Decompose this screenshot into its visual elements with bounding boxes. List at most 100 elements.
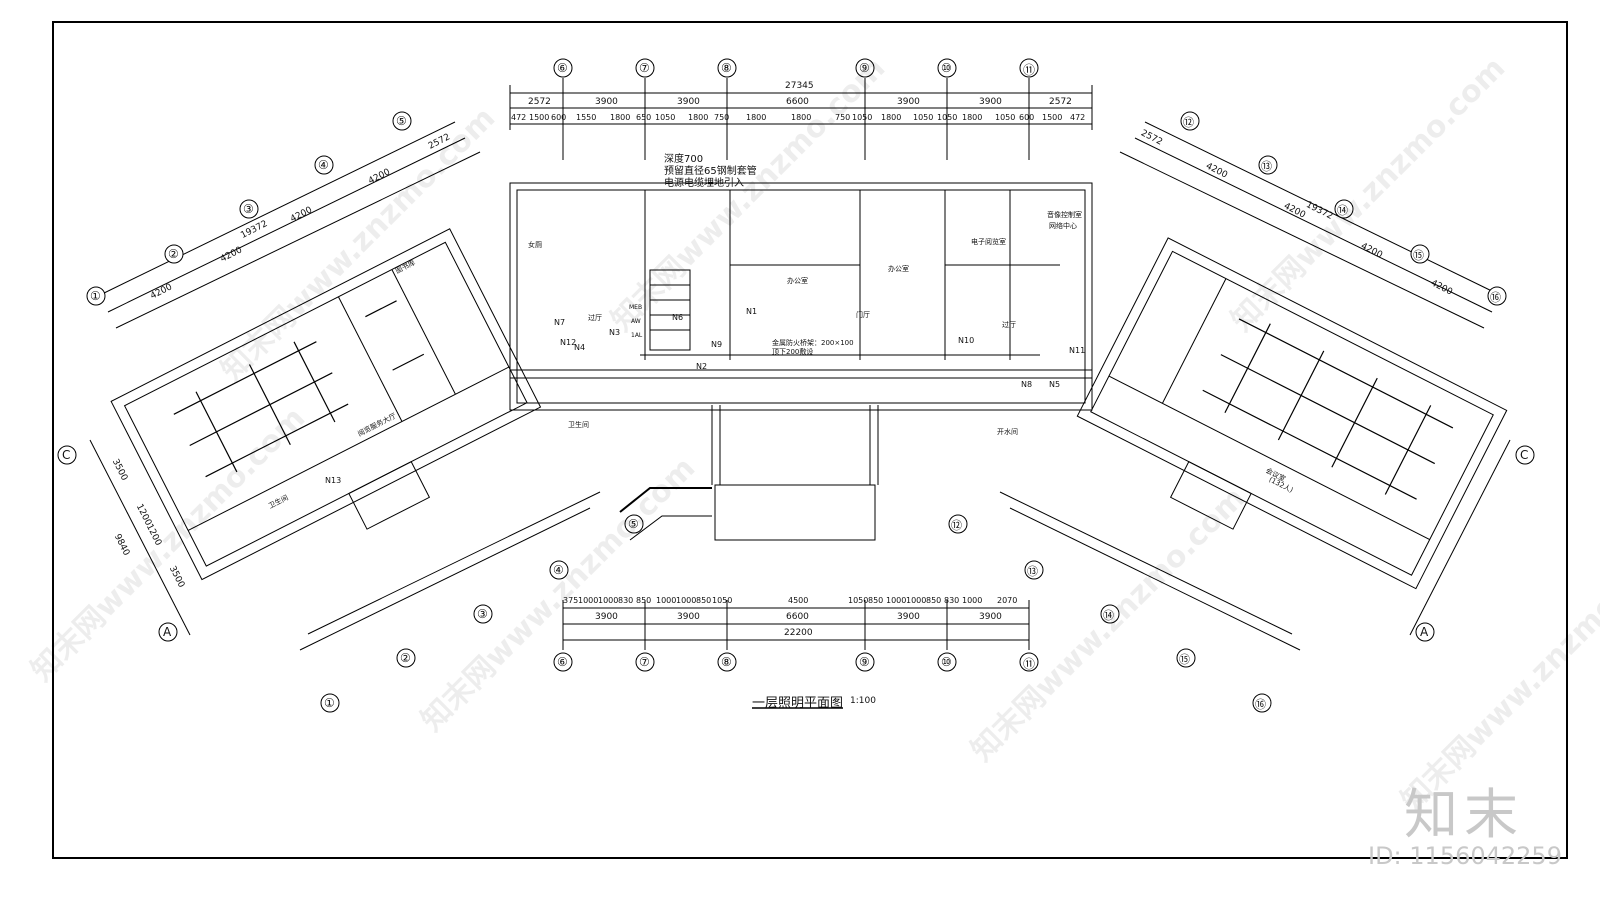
circuit-label: N7 [554,318,566,327]
axis-label: ⑤ [628,517,639,531]
dimension-text: 1550 [576,113,597,122]
dimension-text: 1050 [852,113,873,122]
axis-label: ⑨ [859,61,870,75]
circuit-label: N12 [560,338,577,347]
room-label: 女厕 [528,241,542,249]
dimension-text: 1000 [886,596,907,605]
dimension-text: 1050 [712,596,733,605]
room-label: 门厅 [856,311,870,319]
axis-label: ⑧ [721,61,732,75]
axis-label: ⑫ [1183,116,1194,129]
dimension-text: 2572 [1049,97,1072,107]
axis-label: A [163,625,172,639]
circuit-label: N4 [574,343,586,352]
dimension-text: 6600 [786,97,809,107]
dimension-text: 750 [835,113,851,122]
dimension-text: 1050 [913,113,934,122]
dimension-text: 6600 [786,612,809,622]
axis-label: ⑫ [951,519,962,532]
room-label: 电子阅览室 [971,238,1006,246]
dimension-text: 830 [618,596,634,605]
cable-note-line: 电源电缆埋地引入 [664,178,744,189]
axis-label: ⑩ [941,61,952,75]
dimension-text: 1050 [655,113,676,122]
axis-label: ② [400,651,411,665]
dimension-text: 600 [551,113,567,122]
circuit-label: N13 [325,476,342,485]
axis-label: ⑯ [1490,291,1501,304]
dimension-total: 22200 [784,628,813,638]
axis-label: ③ [477,607,488,621]
dimension-text: 1050 [995,113,1016,122]
dimension-text: 1800 [881,113,902,122]
room-label: 卫生间 [568,421,589,429]
axis-label: ⑪ [1023,63,1036,77]
room-label: 办公室 [787,277,808,285]
axis-label: ⑮ [1413,249,1424,262]
dimension-text: 1000 [962,596,983,605]
panel-label: MEB [629,304,643,311]
central-block-inner [516,189,1086,404]
room-label: 过厅 [588,314,602,322]
dimension-text: 3900 [595,97,618,107]
dimension-text: 1800 [746,113,767,122]
dimension-text: 1050 [937,113,958,122]
left-wing [110,228,542,581]
axis-label: ⑯ [1255,698,1266,711]
dimension-text: 1000 [578,596,599,605]
dimension-text: 1800 [610,113,631,122]
dimension-text: 3900 [677,612,700,622]
dimension-text: 1000 [906,596,927,605]
room-label: 开水间 [997,428,1018,436]
dimension-text: 1800 [791,113,812,122]
axis-label: ⑤ [396,114,407,128]
brand-id: ID: 1156042259 [1368,842,1562,870]
circuit-label: N11 [1069,346,1086,355]
dimension-text: 3900 [897,612,920,622]
axis-label: ⑦ [639,655,650,669]
dimension-text: 3900 [979,97,1002,107]
dimension-text: 3900 [595,612,618,622]
dimension-text: 830 [944,596,960,605]
axis-label: ⑬ [1261,160,1272,173]
dimension-text: 472 [1070,113,1086,122]
central-block [509,182,1093,411]
axis-label: ④ [318,158,329,172]
dimension-text: 2070 [997,596,1018,605]
dimension-text: 750 [714,113,730,122]
dimension-text: 3900 [897,97,920,107]
circuit-label: N2 [696,362,708,371]
circuit-label: N9 [711,340,723,349]
axis-label: ⑩ [941,655,952,669]
axis-label: ⑭ [1103,609,1114,622]
axis-label: ② [168,247,179,261]
brand-logo: 知末 [1404,783,1524,846]
dimension-text: 650 [636,113,652,122]
axis-label: ⑥ [557,655,568,669]
circuit-label: N1 [746,307,758,316]
dimension-text: 1000 [676,596,697,605]
axis-label: ⑮ [1179,653,1190,666]
axis-label: ④ [553,563,564,577]
circuit-label: N3 [609,328,621,337]
dimension-text: 1000 [656,596,677,605]
dimension-text: 600 [1019,113,1035,122]
panel-label: AW [631,318,641,325]
circuit-label: N5 [1049,380,1061,389]
tray-note-line: 顶下200敷设 [772,348,814,356]
tray-note-line: 金属防火桥架：200×100 [772,339,854,347]
dimension-text: 375 [563,596,579,605]
circuit-label: N10 [958,336,975,345]
dimension-text: 1500 [529,113,550,122]
axis-label: ⑨ [859,655,870,669]
axis-label: ⑦ [639,61,650,75]
axis-label: C [62,448,71,462]
dimension-text: 850 [868,596,884,605]
dimension-total: 27345 [785,81,814,91]
circuit-label: N6 [672,313,684,322]
dimension-text: 850 [636,596,652,605]
axis-label: ③ [243,202,254,216]
axis-label: ① [324,696,335,710]
dimension-text: 850 [696,596,712,605]
